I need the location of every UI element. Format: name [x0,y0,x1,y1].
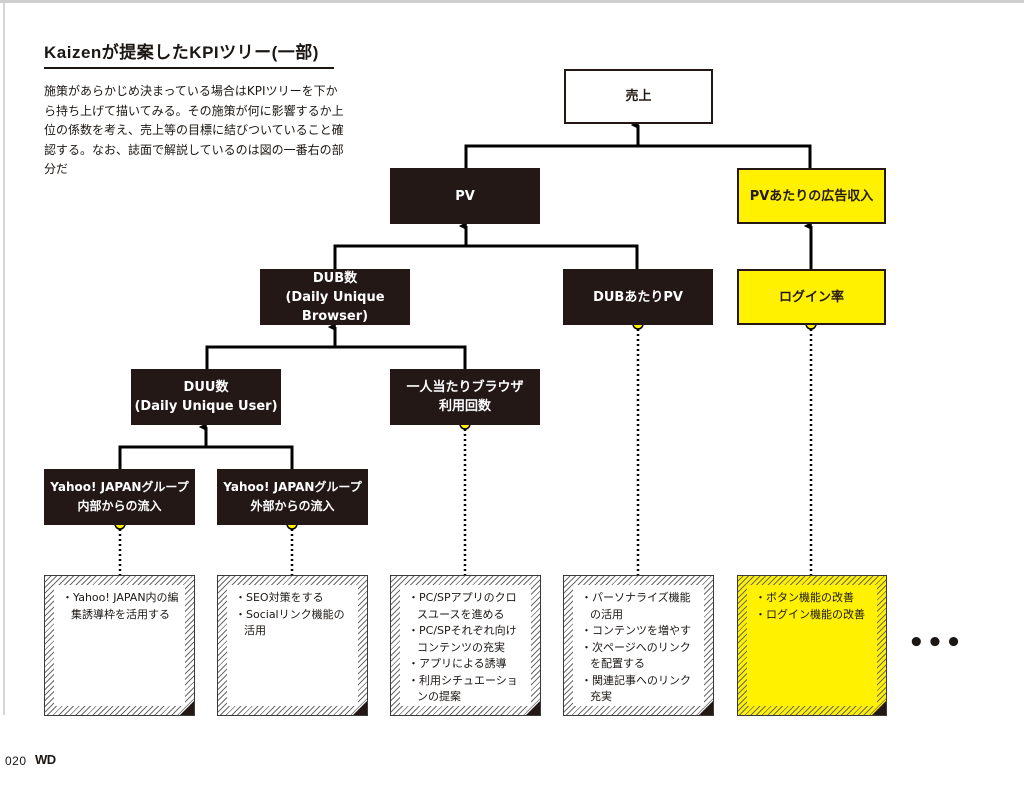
magazine-logo: WD [35,752,56,767]
node-pv-label: PV [455,188,475,204]
node-yahoo-internal: Yahoo! JAPANグループ 内部からの流入 [44,469,195,525]
note-folded-corner [526,701,540,715]
node-dub-count-sublabel: (Daily Unique Browser) [285,289,385,324]
note-item: Socialリンク機能の活用 [235,607,352,640]
note-browser-usage: PC/SPアプリのクロスユースを進めるPC/SPそれぞれ向けコンテンツの充実アプ… [390,575,541,716]
note-folded-corner [180,701,194,715]
node-revenue-label: 売上 [625,89,652,104]
node-dub-count-label: DUB数 [312,270,358,286]
node-yahoo-external-label-2: 外部からの流入 [250,499,335,513]
note-item: 次ページへのリンクを配置する [581,640,698,673]
note-folded-corner [872,701,886,715]
note-folded-corner [353,701,367,715]
article-intro: 施策があらかじめ決まっている場合はKPIツリーを下から持ち上げて描いてみる。その… [44,84,344,176]
node-yahoo-external: Yahoo! JAPANグループ 外部からの流入 [217,469,368,525]
note-item: 利用シチュエーションの提案 [408,673,525,706]
more-ellipsis: ••• [908,628,964,658]
note-item: ボタン機能の改善 [755,590,871,607]
connector-yahoo-to-duu [118,445,294,469]
connector-dub-pvperdub-to-pv [333,244,639,269]
note-pv-per-dub: パーソナライズ機能の活用コンテンツを増やす次ページへのリンクを配置する関連記事へ… [563,575,714,716]
node-duu-count-label: DUU数 [183,380,229,395]
node-yahoo-external-label-1: Yahoo! JAPANグループ [223,480,362,494]
note-item: Yahoo! JAPAN内の編集誘導枠を活用する [62,590,179,623]
note-item: アプリによる誘導 [408,656,525,673]
page-number: 020 [5,754,27,768]
node-ad-revenue-per-pv-label: PVあたりの広告収入 [749,188,874,204]
note-item: コンテンツを増やす [581,623,698,640]
note-item: ログイン機能の改善 [755,607,871,624]
note-yahoo-external: SEO対策をするSocialリンク機能の活用 [217,575,368,716]
node-login-rate-label: ログイン率 [778,289,844,305]
article-title: Kaizenが提案したKPIツリー(一部) [44,43,319,62]
note-item: 関連記事へのリンク充実 [581,673,698,706]
note-yahoo-internal: Yahoo! JAPAN内の編集誘導枠を活用する [44,575,195,716]
note-item: パーソナライズ機能の活用 [581,590,698,623]
title-underline [44,67,334,69]
node-browser-usage-label-1: 一人当たりブラウザ [406,380,524,395]
note-list: Yahoo! JAPAN内の編集誘導枠を活用する [62,590,179,623]
note-folded-corner [699,701,713,715]
note-item: PC/SPそれぞれ向けコンテンツの充実 [408,623,525,656]
note-item: PC/SPアプリのクロスユースを進める [408,590,525,623]
node-revenue: 売上 [564,69,713,124]
note-login-rate: ボタン機能の改善ログイン機能の改善 [737,575,887,716]
note-list: パーソナライズ機能の活用コンテンツを増やす次ページへのリンクを配置する関連記事へ… [581,590,698,706]
node-yahoo-internal-label-2: 内部からの流入 [77,499,162,513]
note-item: SEO対策をする [235,590,352,607]
node-browser-usage: 一人当たりブラウザ 利用回数 [390,369,540,425]
node-pv-per-dub: DUBあたりPV [563,269,713,325]
node-browser-usage-label-2: 利用回数 [438,399,491,414]
node-duu-count: DUU数 (Daily Unique User) [131,369,281,425]
page-gutter-rule [3,3,5,715]
node-login-rate: ログイン率 [737,269,886,325]
node-duu-count-sublabel: (Daily Unique User) [134,399,278,414]
note-list: PC/SPアプリのクロスユースを進めるPC/SPそれぞれ向けコンテンツの充実アプ… [408,590,525,706]
node-dub-count: DUB数 (Daily Unique Browser) [260,269,410,325]
top-rule [0,0,1024,3]
node-pv-per-dub-label: DUBあたりPV [593,289,683,305]
node-ad-revenue-per-pv: PVあたりの広告収入 [737,168,886,224]
connector-pv-adrev-to-revenue [464,144,812,168]
node-yahoo-internal-label-1: Yahoo! JAPANグループ [50,480,189,494]
note-list: ボタン機能の改善ログイン機能の改善 [755,590,871,623]
note-list: SEO対策をするSocialリンク機能の活用 [235,590,352,640]
connector-duu-usage-to-dub [205,345,467,369]
node-pv: PV [390,168,540,224]
